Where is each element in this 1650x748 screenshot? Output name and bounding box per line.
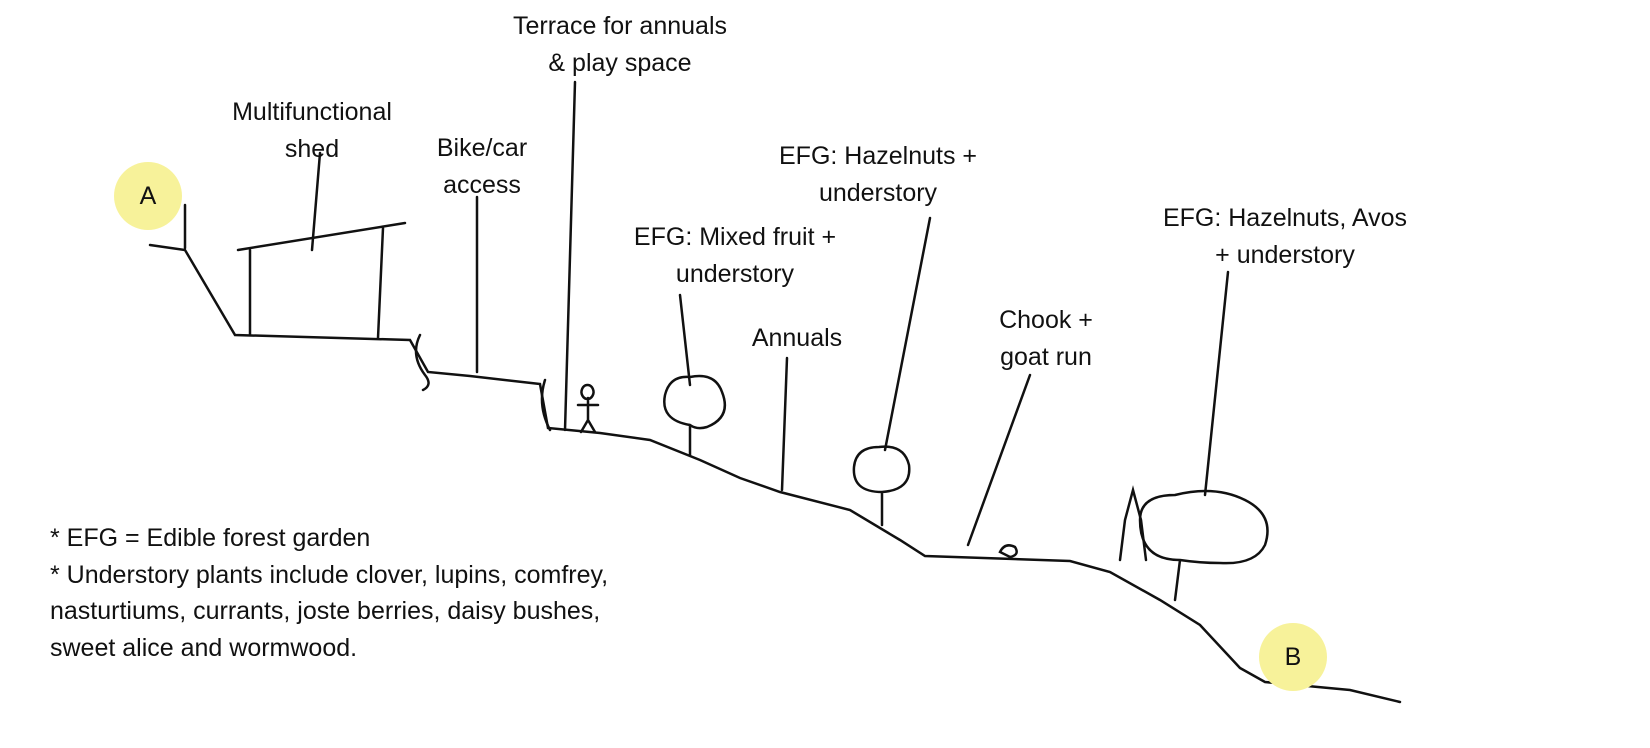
label-line: EFG: Hazelnuts, Avos [1162, 204, 1408, 232]
label-hazelnuts-avos: EFG: Hazelnuts, Avos + understory [1163, 200, 1407, 274]
retaining-wall-1 [414, 333, 430, 392]
label-line: Bike/car [436, 134, 528, 162]
label-line: EFG: Mixed fruit + [633, 223, 837, 251]
label-access: Bike/car access [437, 130, 527, 204]
point-a-marker: A [114, 162, 182, 230]
retaining-wall-2 [540, 378, 552, 432]
footnote-understory-cont: nasturtiums, currants, joste berries, da… [50, 597, 601, 625]
leader-hazel [883, 216, 932, 452]
label-line: understory [675, 260, 795, 288]
label-shed: Multifunctional shed [232, 94, 392, 168]
footnotes: * EFG = Edible forest garden * Understor… [50, 520, 608, 666]
person-figure [576, 383, 600, 434]
avocado-tree [1138, 489, 1269, 602]
leader-chook [966, 373, 1032, 547]
label-line: Multifunctional [232, 98, 392, 126]
label-line: goat run [1000, 343, 1092, 371]
shed-post-right [376, 226, 385, 340]
shed-roof [236, 221, 407, 252]
label-chook-goat: Chook + goat run [999, 302, 1093, 376]
label-line: access [443, 171, 521, 199]
point-b-marker: B [1259, 623, 1327, 691]
label-line: Chook + [999, 306, 1093, 334]
leader-annuals [780, 356, 789, 492]
leader-terrace [563, 80, 577, 432]
label-line: Annuals [751, 324, 843, 352]
hazelnut-tree [852, 445, 911, 527]
leader-shed [310, 151, 322, 252]
chicken [998, 544, 1018, 559]
label-line: Terrace for annuals [512, 12, 728, 40]
label-line: & play space [548, 49, 692, 77]
footnote-understory-end: sweet alice and wormwood. [50, 633, 358, 662]
shrub-right [1118, 485, 1148, 562]
label-line: + understory [1215, 241, 1355, 269]
footnote-understory: * Understory plants include clover, lupi… [50, 560, 609, 589]
label-line: understory [818, 179, 938, 207]
label-hazelnuts: EFG: Hazelnuts + understory [779, 138, 977, 212]
label-line: EFG: Hazelnuts + [779, 142, 977, 170]
leader-mixed [678, 293, 692, 387]
label-annuals: Annuals [752, 320, 842, 357]
label-line: shed [284, 135, 340, 163]
ground-profile [148, 243, 1402, 704]
label-terrace: Terrace for annuals & play space [513, 8, 727, 82]
footnote-efg: * EFG = Edible forest garden [50, 524, 371, 552]
fruit-tree [663, 374, 727, 457]
label-mixed-fruit: EFG: Mixed fruit + understory [634, 219, 836, 293]
leader-avos [1203, 270, 1230, 497]
